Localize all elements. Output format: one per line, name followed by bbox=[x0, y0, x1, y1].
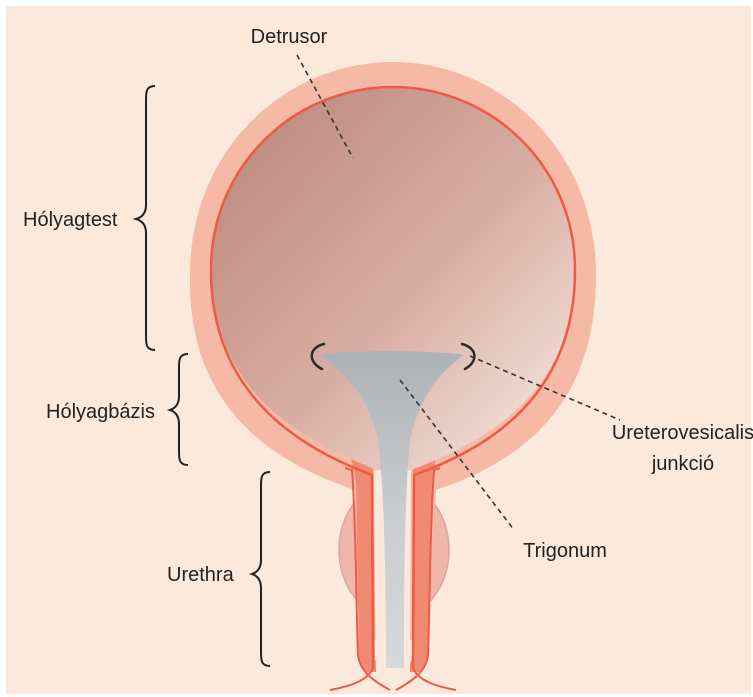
label-trigonum: Trigonum bbox=[523, 540, 607, 562]
label-urethra: Urethra bbox=[167, 564, 235, 586]
label-detrusor: Detrusor bbox=[251, 26, 328, 48]
label-holyagbazis: Hólyagbázis bbox=[46, 401, 155, 423]
label-ureterovesicalis-line1: Ureterovesicalis bbox=[612, 422, 753, 444]
label-ureterovesicalis-line2: junkció bbox=[651, 453, 714, 475]
label-holyagtest: Hólyagtest bbox=[23, 209, 118, 231]
